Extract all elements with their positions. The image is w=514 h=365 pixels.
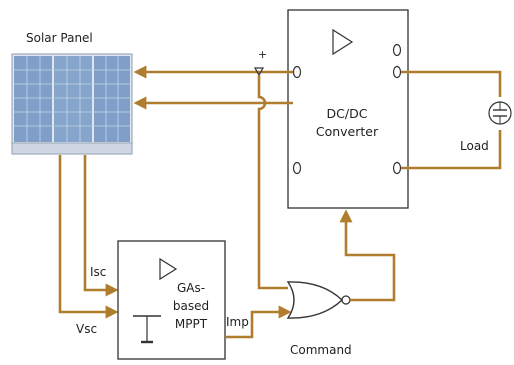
wire-isc xyxy=(83,155,119,297)
load-label: Load xyxy=(460,139,489,153)
mppt-label-line3: MPPT xyxy=(175,317,208,331)
vsc-label: Vsc xyxy=(76,322,97,336)
converter-buffer-icon xyxy=(332,28,354,56)
mppt-label-line2: based xyxy=(173,299,209,313)
nor-gate xyxy=(286,281,351,319)
plus-label: + xyxy=(258,48,267,61)
solar-panel-label: Solar Panel xyxy=(26,31,93,45)
mppt-buffer-icon xyxy=(159,257,178,281)
wire-sense-to-gate xyxy=(257,75,288,290)
command-label: Command xyxy=(290,343,352,357)
wire-vsc xyxy=(58,155,119,319)
sense-node-icon xyxy=(253,67,265,77)
load-wire-bottom xyxy=(401,130,502,170)
imp-label: Imp xyxy=(226,315,249,329)
mppt-label-line1: GAs- xyxy=(177,281,205,295)
converter-terminals xyxy=(292,43,402,175)
converter-label-line2: Converter xyxy=(316,124,379,139)
load-capacitor-icon xyxy=(488,101,512,125)
isc-label: Isc xyxy=(90,265,106,279)
ground-icon xyxy=(133,315,161,344)
solar-panel xyxy=(11,53,133,155)
mppt-block xyxy=(117,240,226,360)
wire-command xyxy=(339,209,396,302)
wire-imp xyxy=(225,305,292,339)
dc-dc-converter-box xyxy=(287,9,409,209)
converter-label-line1: DC/DC xyxy=(327,106,368,121)
load-wire-top xyxy=(401,70,502,97)
